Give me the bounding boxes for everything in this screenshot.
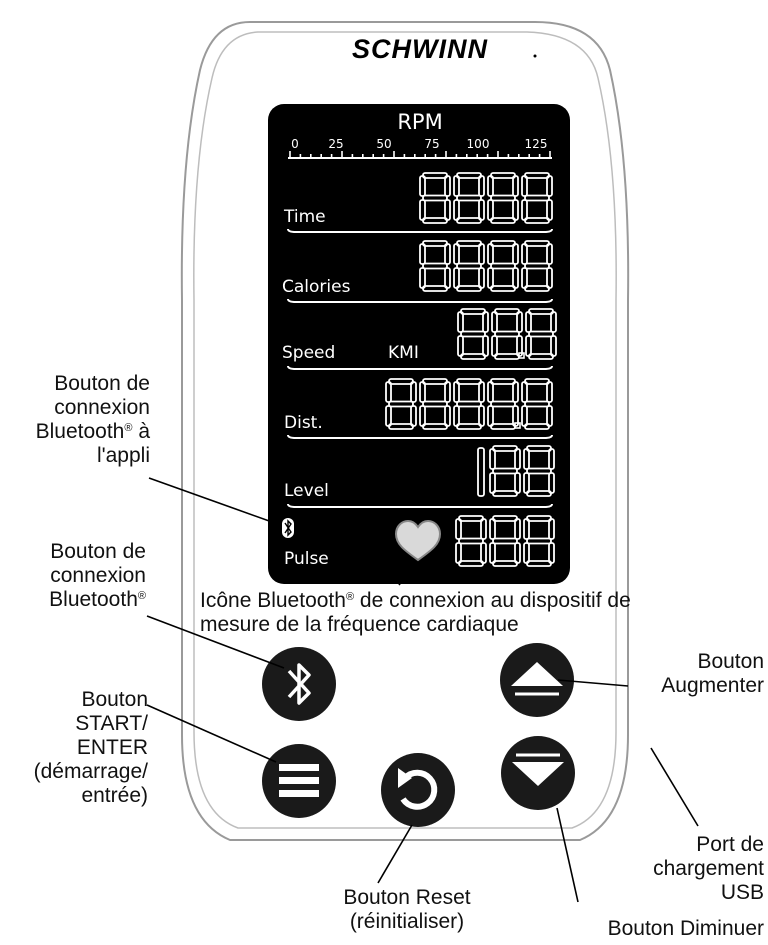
callout-usb-port: Port de chargement USB — [608, 833, 764, 905]
lcd-digit — [489, 445, 521, 497]
start-enter-button[interactable] — [262, 744, 336, 818]
reset-button[interactable] — [381, 753, 455, 827]
row-label-calories: Calories — [282, 277, 351, 297]
lcd-digit — [521, 240, 553, 292]
lcd-digit — [525, 308, 557, 360]
lcd-digit — [385, 378, 417, 430]
callout-start-enter-button: Bouton START/ ENTER (démarrage/ entrée) — [0, 688, 148, 808]
callout-hr-line-2: mesure de la fréquence cardiaque — [200, 613, 519, 636]
lcd-digit — [419, 378, 451, 430]
callout-dec-line-1: Bouton Diminuer — [607, 917, 764, 940]
row-label-pulse: Pulse — [284, 549, 329, 569]
chevron-up-icon — [511, 662, 563, 686]
callout-hr-line-1: Icône Bluetooth® de connexion au disposi… — [200, 589, 631, 612]
decrease-button[interactable] — [501, 736, 575, 810]
callout-increase-button: Bouton Augmenter — [608, 650, 764, 698]
callout-reset-line-2: (réinitialiser) — [349, 910, 465, 933]
leader-lines — [146, 477, 699, 903]
lcd-decimal-point — [514, 422, 521, 429]
callout-decrease-button: Bouton Diminuer — [560, 917, 764, 941]
rpm-tick-100: 100 — [467, 137, 490, 151]
lcd-bluetooth-icon — [282, 518, 294, 538]
callout-app-bt-line-3: Bluetooth® à — [35, 420, 150, 443]
rpm-tick-125: 125 — [525, 137, 548, 151]
rpm-tick-75: 75 — [424, 137, 439, 151]
lcd-digit-one — [477, 447, 485, 497]
callout-bt-line-2: connexion — [50, 564, 146, 587]
row-unit-speed: KMI — [388, 343, 419, 363]
rpm-scale — [288, 151, 552, 159]
callout-usb-line-1: Port de — [696, 833, 764, 856]
callout-inc-line-2: Augmenter — [661, 674, 764, 697]
brand-dot — [533, 54, 537, 58]
lcd-digit — [453, 240, 485, 292]
lcd-digit — [457, 308, 489, 360]
lcd-digits — [385, 172, 557, 567]
callout-start-line-1: Bouton — [81, 688, 148, 711]
reset-icon — [400, 769, 438, 810]
callout-app-bluetooth-button: Bouton de connexion Bluetooth® à l'appli — [0, 372, 150, 468]
bluetooth-icon — [287, 663, 311, 705]
row-label-speed: Speed — [282, 343, 335, 363]
menu-icon — [279, 764, 319, 797]
callout-start-line-3: ENTER — [76, 736, 148, 759]
lcd-digit — [523, 515, 555, 567]
lcd-digit — [487, 172, 519, 224]
rpm-tick-25: 25 — [328, 137, 343, 151]
callout-usb-line-2: chargement — [653, 857, 764, 880]
callout-bt-line-1: Bouton de — [50, 540, 146, 563]
rpm-tick-0: 0 — [291, 137, 299, 151]
callout-reset-button: Bouton Reset (réinitialiser) — [322, 886, 492, 934]
callout-reset-line-1: Bouton Reset — [343, 886, 471, 909]
console-outline-outer — [180, 21, 630, 841]
increase-button[interactable] — [500, 643, 574, 717]
lcd-digit — [487, 240, 519, 292]
lcd-digit — [491, 308, 523, 360]
callout-app-bt-line-2: connexion — [54, 396, 150, 419]
heart-icon — [394, 519, 442, 562]
row-dividers — [287, 228, 553, 508]
lcd-digit — [419, 240, 451, 292]
row-label-dist: Dist. — [284, 413, 323, 433]
console-outline-inner — [193, 31, 617, 829]
bluetooth-button[interactable] — [262, 647, 336, 721]
lcd-digit — [453, 378, 485, 430]
rpm-title: RPM — [397, 110, 442, 134]
callout-usb-line-3: USB — [720, 881, 764, 904]
lcd-digit — [523, 445, 555, 497]
row-label-level: Level — [284, 481, 329, 501]
callout-start-line-5: entrée) — [81, 784, 148, 807]
lcd-decimal-point — [518, 352, 525, 359]
callout-inc-line-1: Bouton — [697, 650, 764, 673]
lcd-digit — [521, 172, 553, 224]
chevron-down-icon — [512, 762, 564, 786]
callout-heart-rate-icon: Icône Bluetooth® de connexion au disposi… — [200, 589, 740, 637]
callout-app-bt-line-1: Bouton de — [54, 372, 150, 395]
callout-bluetooth-button: Bouton de connexion Bluetooth® — [0, 540, 146, 612]
callout-start-line-2: START/ — [75, 712, 148, 735]
row-label-time: Time — [283, 207, 326, 227]
lcd-digit — [455, 515, 487, 567]
rpm-tick-50: 50 — [376, 137, 391, 151]
callout-app-bt-line-4: l'appli — [96, 444, 150, 467]
callout-start-line-4: (démarrage/ — [33, 760, 148, 783]
lcd-digit — [489, 515, 521, 567]
brand-logo: SCHWINN — [352, 34, 488, 64]
lcd-digit — [419, 172, 451, 224]
callout-bt-line-3: Bluetooth® — [49, 588, 146, 611]
lcd-digit — [453, 172, 485, 224]
lcd-digit — [521, 378, 553, 430]
